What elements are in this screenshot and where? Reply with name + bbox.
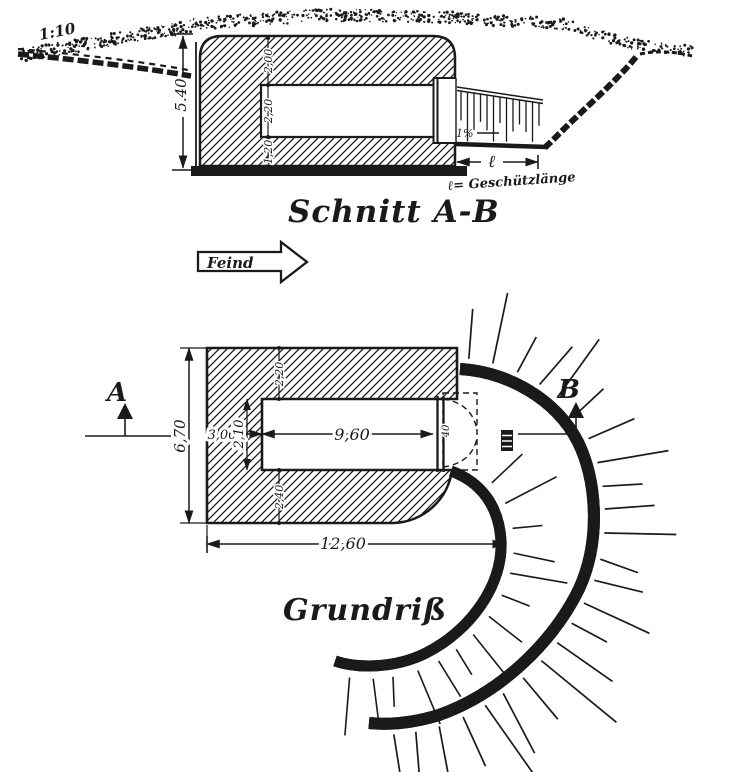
dim-rear-wall: 3,00 [205, 425, 263, 446]
plan-title-label: Grundriß [283, 593, 447, 628]
dim-plan-length-label: 12,60 [320, 534, 366, 553]
gun-ramp [455, 86, 548, 150]
enemy-label: Feind [206, 254, 254, 272]
gun-length-symbol: ℓ [488, 152, 495, 172]
dim-gate-thickness-label: 40 [441, 424, 452, 438]
dim-opening-height-label: 2,20 [262, 99, 275, 125]
dim-floor-thickness-label: 1,20 [262, 140, 275, 165]
outer-revetment-wall [369, 369, 594, 724]
dim-chamber-width: 2,10 [229, 398, 251, 471]
dim-plan-length: 12,60 [206, 525, 506, 556]
section-chamber-outline [259, 83, 433, 139]
enemy-arrow-shape [196, 239, 309, 285]
section-marker-a: A [85, 378, 177, 437]
plan-view: A B 6,70 12,60 3,00 [85, 292, 677, 772]
gun-pivot-block [501, 430, 513, 451]
dim-front-wall-bottom-label: 2,40 [273, 485, 286, 511]
dim-chamber-width-label: 2,10 [232, 420, 247, 450]
dim-rear-wall-label: 3,00 [208, 428, 237, 443]
enemy-direction-arrow: Feind [196, 239, 309, 285]
embrasure-slot [433, 78, 456, 143]
section-marker-b-label: B [557, 375, 580, 405]
section-marker-a-label: A [104, 378, 127, 408]
section-chamber [261, 85, 433, 137]
dim-top-cover-label: 2,00 [262, 49, 275, 75]
dim-wall-thicknesses: 2,20 2,40 [272, 346, 288, 525]
left-embankment-crust [17, 47, 192, 79]
embrasure-outline [432, 77, 457, 144]
dim-section-layers: 2,00 2,20 1,20 [261, 36, 277, 168]
ground-stipple-texture [19, 7, 694, 63]
ramp-grade-label: 1% [456, 127, 473, 140]
gate-open-position-dashed [442, 392, 478, 471]
section-view: 1% 1:10 5.40 2,00 2,20 1,20 ℓ ℓ= [17, 7, 694, 230]
dim-chamber-length: 9,60 [261, 422, 434, 447]
plan-concrete-body [205, 346, 459, 525]
dim-total-height-label: 5.40 [172, 78, 190, 112]
section-title-label: Schnitt A-B [288, 194, 500, 230]
dim-front-wall-top-label: 2,20 [273, 362, 286, 388]
foundation-slab [191, 166, 467, 176]
dim-total-height: 5.40 [172, 33, 194, 171]
dim-chamber-length-label: 9,60 [334, 425, 370, 444]
inner-revetment-wall [335, 471, 501, 666]
outer-slope-hatch-lines [392, 292, 677, 772]
section-marker-b: B [518, 375, 584, 435]
dim-plan-width: 6,70 [168, 347, 206, 524]
dim-gun-length: ℓ [456, 152, 539, 172]
dim-plan-width-label: 6,70 [171, 419, 189, 453]
